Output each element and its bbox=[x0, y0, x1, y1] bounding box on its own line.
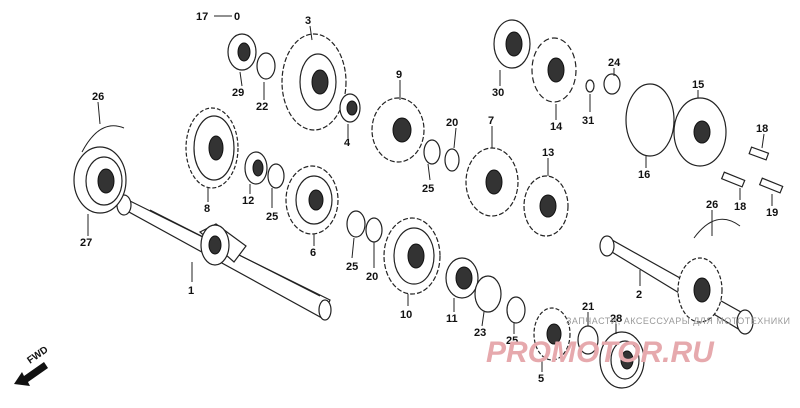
bushing-12 bbox=[244, 151, 268, 185]
label-27: 27 bbox=[80, 237, 92, 249]
clip-20a bbox=[444, 148, 460, 172]
main-shaft bbox=[116, 194, 332, 321]
bearing-27 bbox=[73, 146, 127, 214]
oil-seal-30 bbox=[493, 19, 531, 69]
label-28: 28 bbox=[610, 313, 622, 325]
washer-25c bbox=[423, 139, 441, 165]
leader-lines bbox=[87, 15, 773, 372]
needle-bearing-11 bbox=[445, 257, 479, 299]
bolt-18-lower bbox=[720, 171, 746, 188]
gear-9 bbox=[371, 97, 425, 163]
bearing-29 bbox=[227, 33, 257, 71]
label-25d: 25 bbox=[506, 335, 518, 347]
label-11: 11 bbox=[446, 313, 458, 325]
label-4: 4 bbox=[344, 137, 351, 149]
watermark-caption: ЗАПЧАСТИ, АКСЕССУАРЫ ДЛЯ МОТОТЕХНИКИ bbox=[566, 316, 791, 326]
washer-31 bbox=[585, 79, 595, 93]
gear-6 bbox=[285, 165, 339, 235]
label-16: 16 bbox=[638, 169, 650, 181]
fwd-indicator: FWD bbox=[14, 344, 50, 386]
gear-10 bbox=[383, 217, 441, 295]
label-22: 22 bbox=[256, 101, 268, 113]
label-1: 1 bbox=[188, 285, 194, 297]
label-10: 10 bbox=[400, 309, 412, 321]
label-23: 23 bbox=[474, 327, 486, 339]
gear-7 bbox=[465, 147, 519, 217]
part-labels: 17 0 3 29 22 9 4 30 14 24 31 15 16 18 18… bbox=[80, 11, 778, 385]
label-12: 12 bbox=[242, 195, 254, 207]
watermark-brand: PROMOTOR.RU bbox=[486, 336, 715, 369]
fwd-arrow-icon bbox=[14, 362, 48, 386]
label-2: 2 bbox=[636, 289, 642, 301]
label-31: 31 bbox=[582, 115, 594, 127]
drive-sprocket-14 bbox=[531, 37, 577, 103]
retainer-plate-15 bbox=[673, 97, 727, 167]
label-25a: 25 bbox=[266, 211, 278, 223]
gear-5 bbox=[533, 307, 571, 361]
label-3: 3 bbox=[305, 15, 311, 27]
circlip-26-right bbox=[693, 218, 741, 239]
label-20a: 20 bbox=[446, 117, 458, 129]
label-19: 19 bbox=[766, 207, 778, 219]
gear-3 bbox=[281, 33, 347, 131]
label-30: 30 bbox=[492, 87, 504, 99]
countershaft bbox=[599, 235, 754, 335]
washer-25b bbox=[346, 210, 366, 238]
label-6: 6 bbox=[310, 247, 316, 259]
label-8: 8 bbox=[204, 203, 210, 215]
clip-20b bbox=[365, 217, 383, 243]
washer-22 bbox=[256, 52, 276, 80]
label-18-upper: 18 bbox=[756, 123, 768, 135]
label-26-left: 26 bbox=[92, 91, 104, 103]
washer-23 bbox=[474, 275, 502, 313]
label-21: 21 bbox=[582, 301, 594, 313]
label-17: 17 bbox=[196, 11, 208, 23]
label-14: 14 bbox=[550, 121, 563, 133]
label-5: 5 bbox=[538, 373, 544, 385]
gear-13 bbox=[523, 175, 569, 237]
label-9: 9 bbox=[396, 69, 402, 81]
label-13: 13 bbox=[542, 147, 554, 159]
washer-25a bbox=[267, 163, 285, 189]
fwd-label: FWD bbox=[25, 344, 50, 366]
label-20b: 20 bbox=[366, 271, 378, 283]
bolt-18-upper bbox=[748, 146, 770, 161]
label-29: 29 bbox=[232, 87, 244, 99]
bearing-28 bbox=[599, 331, 645, 389]
gear-8 bbox=[185, 107, 239, 189]
label-25c: 25 bbox=[422, 183, 434, 195]
label-24: 24 bbox=[608, 57, 621, 69]
circlip-25d bbox=[506, 296, 526, 324]
label-15: 15 bbox=[692, 79, 704, 91]
label-7: 7 bbox=[488, 115, 494, 127]
label-25b: 25 bbox=[346, 261, 358, 273]
label-26-right: 26 bbox=[706, 199, 718, 211]
label-17-suffix: 0 bbox=[234, 11, 240, 23]
circlip-26-left bbox=[81, 125, 125, 153]
label-18-lower: 18 bbox=[734, 201, 746, 213]
plate-24 bbox=[603, 73, 621, 95]
bolt-19 bbox=[758, 177, 784, 194]
o-ring-16 bbox=[625, 83, 675, 157]
bushing-4 bbox=[339, 93, 361, 123]
watermark: ЗАПЧАСТИ, АКСЕССУАРЫ ДЛЯ МОТОТЕХНИКИ PRO… bbox=[486, 316, 791, 369]
